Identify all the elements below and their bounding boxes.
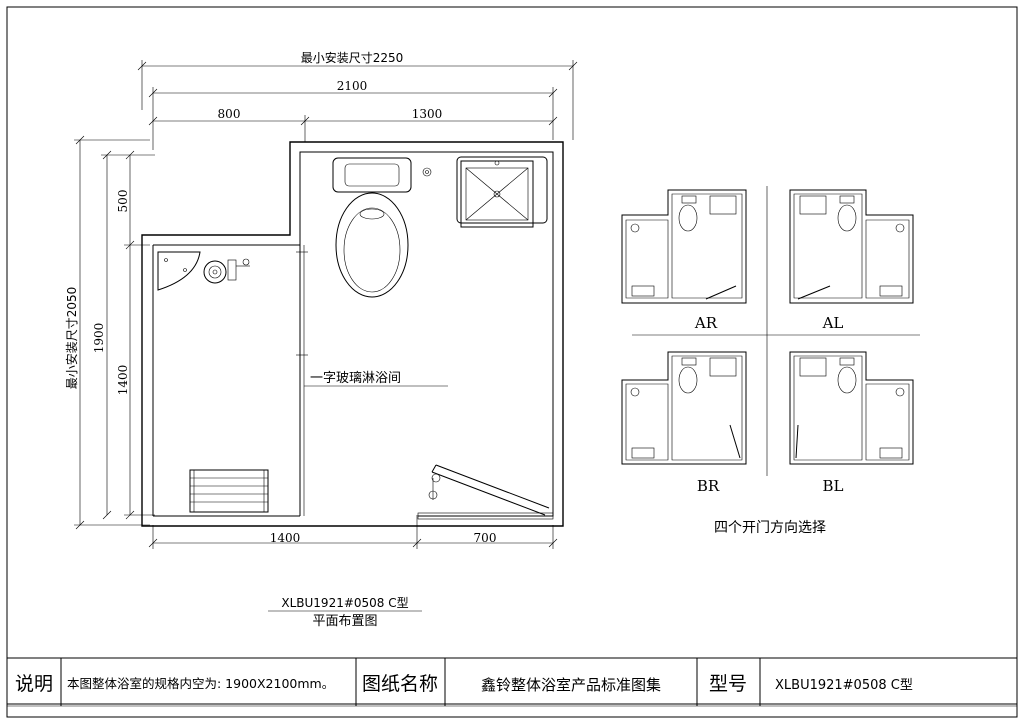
variant-ar: AR [621, 189, 747, 332]
plan-drawing-name: 平面布置图 [312, 614, 377, 629]
wash-basin [456, 156, 548, 228]
outer-wall [141, 141, 564, 527]
dim-bottom-right: 700 [474, 531, 497, 545]
dim-right-width: 1300 [412, 107, 443, 121]
dim-left-width: 800 [218, 107, 241, 121]
inner-wall [153, 151, 554, 517]
variant-bl: BL [789, 351, 914, 495]
variant-label-bl: BL [823, 477, 844, 495]
sheet-border [6, 6, 1018, 718]
door-variants: AR AL BR [621, 186, 920, 536]
bench [189, 469, 269, 513]
corner-shelf [157, 251, 201, 291]
dim-total-width: 2100 [337, 79, 368, 93]
dim-top-depth: 500 [116, 190, 130, 213]
dim-total-depth: 1900 [92, 323, 106, 354]
glass-shower-label: 一字玻璃淋浴间 [310, 371, 401, 386]
toilet-fixture [332, 157, 432, 298]
shower-mixer [203, 258, 250, 284]
plan-model-code: XLBU1921#0508 C型 [281, 596, 408, 610]
variants-caption: 四个开门方向选择 [714, 520, 826, 536]
note-text: 本图整体浴室的规格内空为: 1900X2100mm。 [67, 676, 334, 691]
note-label: 说明 [15, 673, 53, 695]
variant-label-al: AL [822, 314, 844, 332]
floor-plan: 最小安装尺寸2250 2100 800 1300 最小安装尺寸2050 1900 [64, 50, 578, 629]
drawing-name-label: 图纸名称 [362, 673, 438, 695]
title-block: 说明 本图整体浴室的规格内空为: 1900X2100mm。 图纸名称 鑫铃整体浴… [6, 657, 1018, 707]
variant-br: BR [621, 351, 747, 495]
dim-bottom-left: 1400 [270, 531, 301, 545]
entry-door [417, 464, 554, 520]
drawing-name-value: 鑫铃整体浴室产品标准图集 [481, 676, 661, 694]
model-label: 型号 [709, 673, 747, 695]
dim-shower-depth: 1400 [116, 365, 130, 396]
model-value: XLBU1921#0508 C型 [775, 678, 913, 693]
variant-al: AL [789, 189, 914, 332]
dim-min-install-depth: 最小安装尺寸2050 [64, 287, 79, 390]
dim-min-install-width: 最小安装尺寸2250 [301, 50, 404, 65]
variant-label-br: BR [697, 477, 720, 495]
variant-label-ar: AR [694, 314, 718, 332]
